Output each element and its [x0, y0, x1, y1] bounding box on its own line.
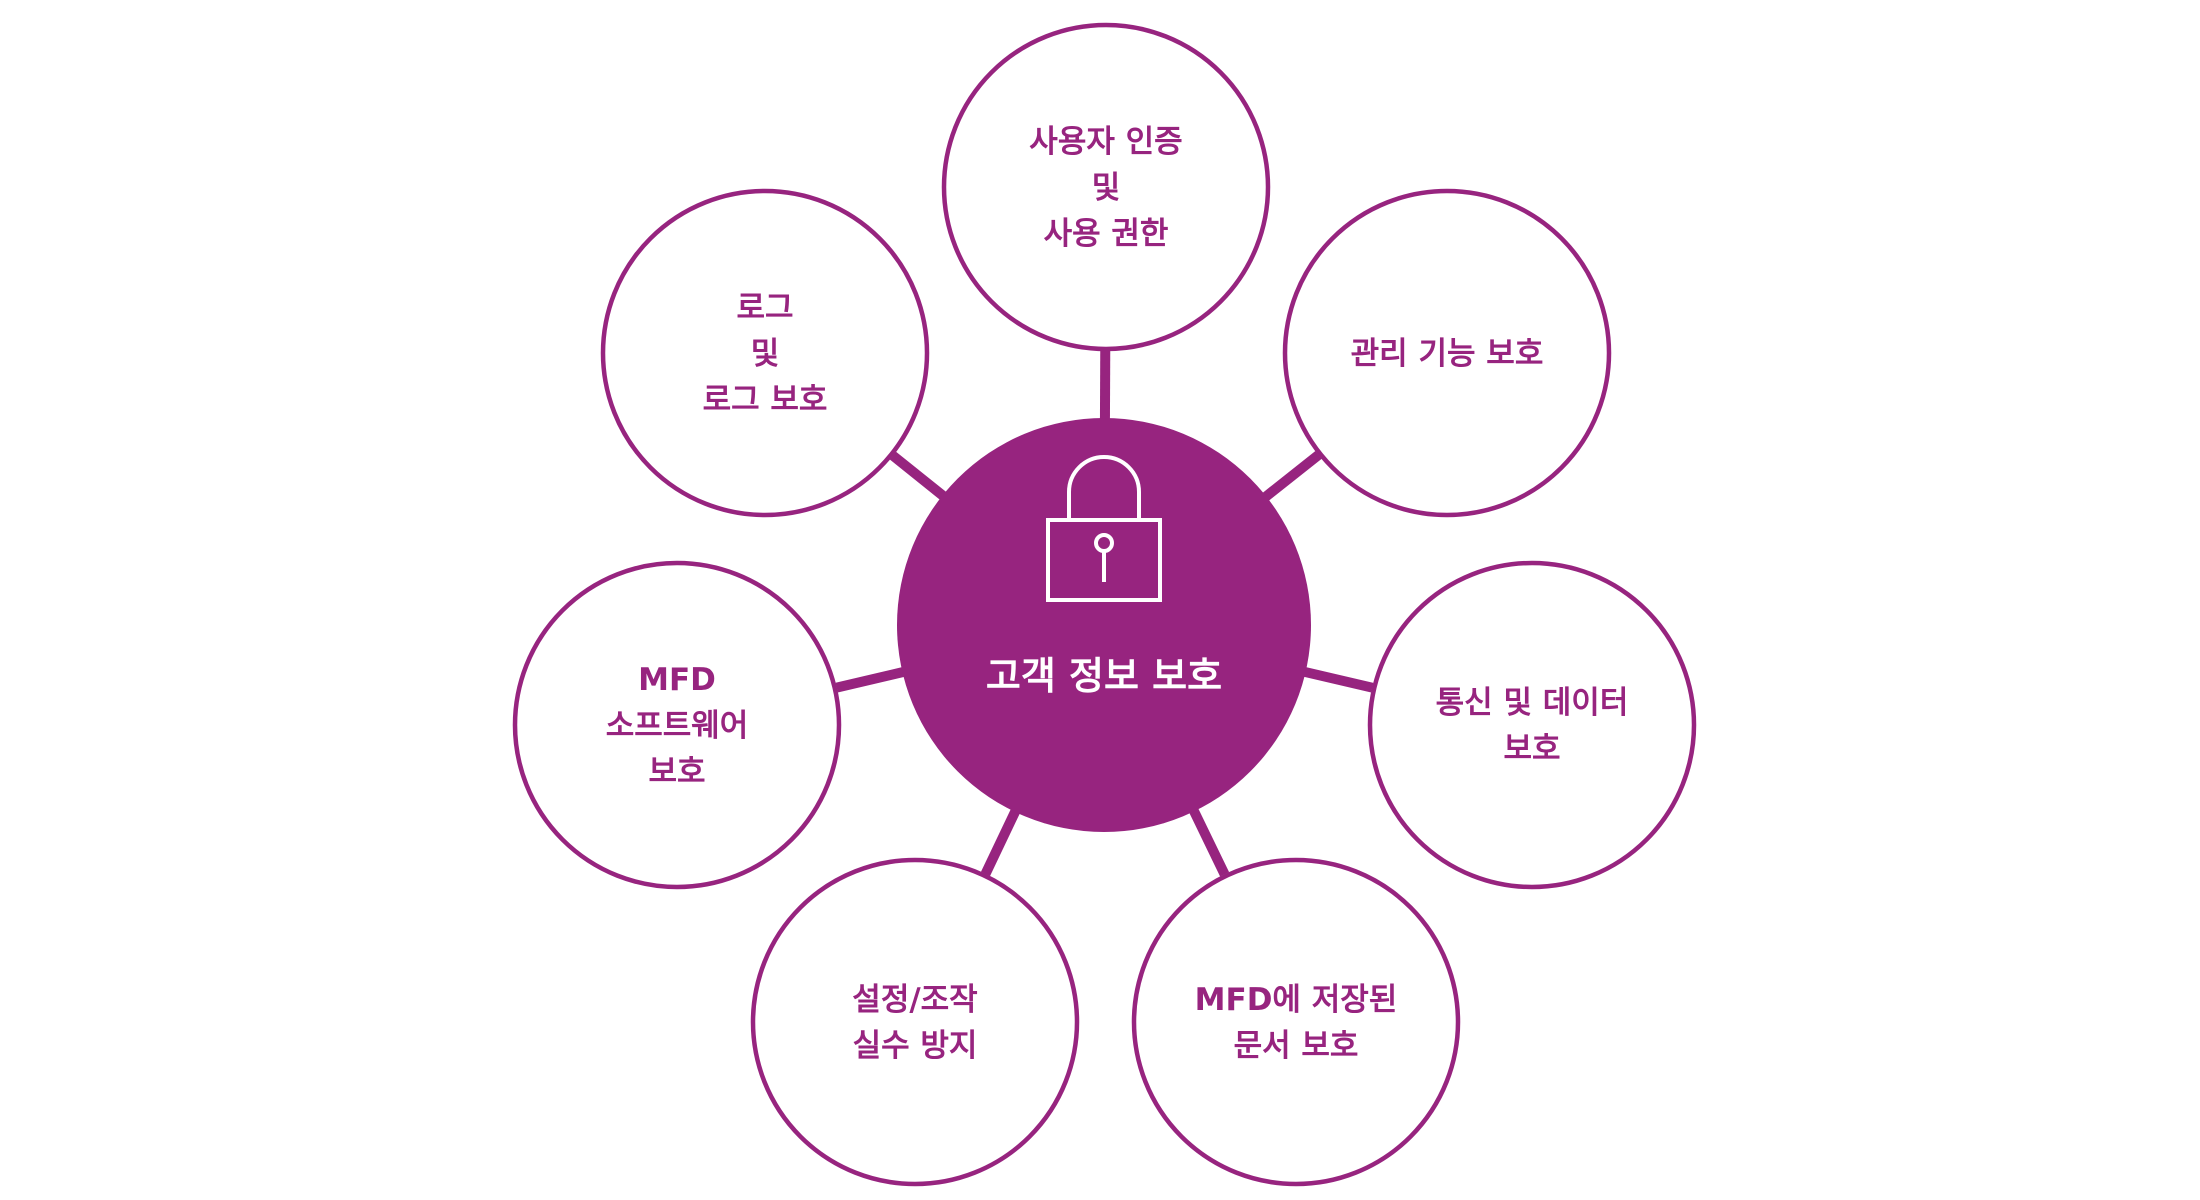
node-label-line: MFD에 저장된	[1195, 982, 1398, 1018]
node-label-line: 및	[1092, 170, 1121, 206]
node-label-line: MFD	[638, 662, 716, 698]
node-circle	[600, 188, 930, 518]
node-label-line: 실수 방지	[853, 1028, 978, 1064]
node-label-line: 사용자 인증	[1029, 124, 1182, 160]
node-label-line: 보호	[648, 754, 705, 790]
node-label-line: 로그 보호	[703, 382, 828, 418]
node-label-line: 문서 보호	[1234, 1028, 1359, 1064]
connectors	[835, 350, 1374, 877]
node-circle	[750, 857, 1080, 1187]
node-circle	[941, 22, 1271, 352]
lock-icon	[1046, 455, 1162, 602]
node-label-line: 사용 권한	[1044, 216, 1169, 252]
node-label-line: 통신 및 데이터	[1436, 685, 1629, 721]
node-label-line: 및	[751, 336, 780, 372]
connector-stored-documents	[1187, 805, 1230, 877]
center-node: 고객 정보 보호	[897, 418, 1311, 832]
node-label-line: 로그	[736, 290, 793, 326]
node-circle	[1282, 188, 1612, 518]
connector-communication-data	[1300, 666, 1374, 693]
node-label-line: 관리 기능 보호	[1351, 336, 1544, 372]
connector-logs	[889, 451, 949, 502]
connector-misoperation	[980, 806, 1022, 877]
center-circle	[897, 418, 1311, 832]
node-label-line: 소프트웨어	[606, 708, 749, 744]
node-label-line: 보호	[1503, 731, 1560, 767]
node-circle	[512, 560, 842, 890]
center-label: 고객 정보 보호	[986, 654, 1222, 698]
node-label-line: 설정/조작	[852, 982, 977, 1018]
connector-mfd-software	[835, 666, 908, 693]
node-admin-functions: 관리 기능 보호	[1282, 188, 1612, 518]
connector-admin-functions	[1259, 450, 1322, 503]
node-circle	[1367, 560, 1697, 890]
node-circle	[1131, 857, 1461, 1187]
